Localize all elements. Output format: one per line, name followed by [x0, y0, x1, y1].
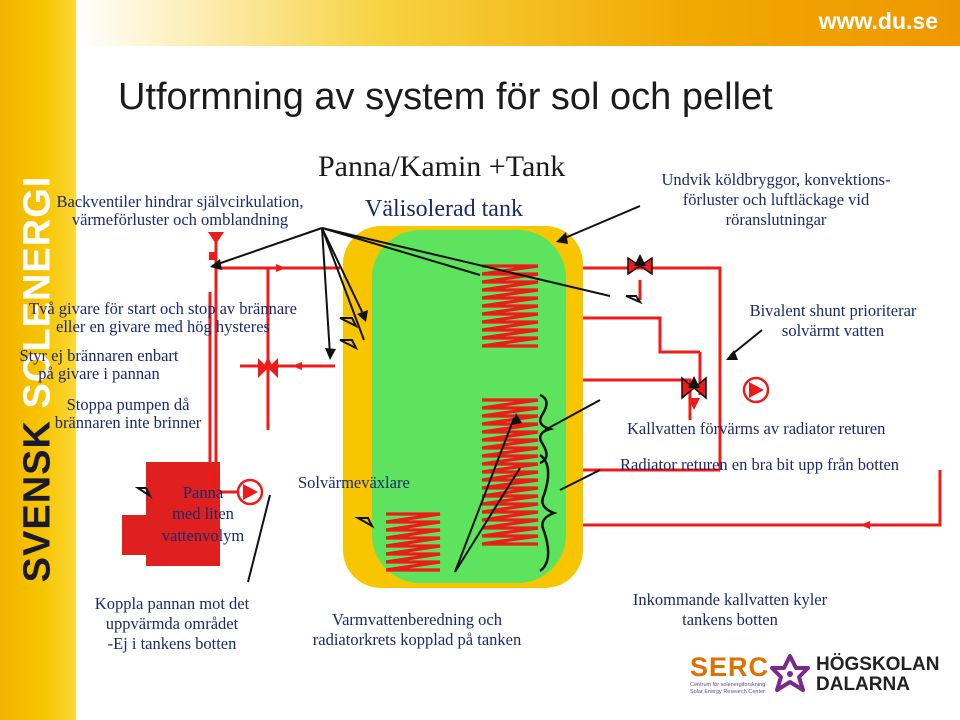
hogskolan-line2: DALARNA — [816, 674, 910, 695]
note-inkommande-line1: Inkommande kallvatten kyler — [632, 590, 828, 609]
note-backventiler-line1: Backventiler hindrar självcirkulation, — [56, 192, 304, 211]
page-title: Utformning av system för sol och pellet — [118, 76, 773, 118]
pump-boiler-icon — [236, 478, 264, 506]
flow-arrows — [276, 264, 870, 529]
serc-logo: SERC Centrum för solenergiforskning Sola… — [690, 652, 770, 698]
note-inkommande-line2: tankens botten — [682, 609, 778, 629]
label-panna: Panna med liten vattenvolym — [148, 482, 258, 546]
note-radiator-returen: Radiator returen en bra bit upp från bot… — [620, 455, 900, 474]
note-koppla-line2: uppvärmda området — [105, 613, 239, 633]
note-undvik-line1: Undvik köldbryggor, konvektions- — [661, 170, 891, 189]
serc-logo-text: SERC — [690, 652, 770, 682]
note-koppla: Koppla pannan mot det uppvärmda området … — [76, 594, 268, 653]
hogskolan-logo-text: HÖGSKOLAN DALARNA — [816, 655, 940, 695]
note-varmvatten-line1: Varmvattenberedning och — [332, 610, 502, 629]
label-panna-line1: Panna — [182, 483, 224, 502]
brace-markers — [539, 393, 558, 573]
note-stoppa-line1: Stoppa pumpen då — [66, 395, 190, 414]
note-givare-line2: eller en givare med hög hysteres — [56, 317, 270, 337]
annotation-pointer-lines — [211, 205, 763, 583]
tank-subheading: Välisolerad tank — [365, 196, 523, 222]
note-givare: Två givare för start och stop av brännar… — [0, 299, 326, 337]
note-styr-line2: på givare i pannan — [38, 364, 160, 384]
tank-heading: Panna/Kamin +Tank — [318, 150, 566, 183]
header-band: www.du.se — [76, 0, 960, 46]
check-valve-top-icon — [208, 232, 224, 260]
note-kallvatten-forvarms: Kallvatten förvärms av radiator returen — [627, 419, 886, 438]
pointer-arrowheads — [210, 232, 738, 425]
note-koppla-line3: -Ej i tankens botten — [107, 633, 237, 653]
label-panna-line3: vattenvolym — [161, 525, 245, 545]
coil-preheat-lower — [481, 398, 539, 546]
note-backventiler-line2: värmeförluster och omblandning — [71, 210, 289, 230]
label-panna-line2: med liten — [172, 504, 234, 524]
note-stoppa: Stoppa pumpen då brännaren inte brinner — [30, 395, 226, 433]
note-stoppa-line2: brännaren inte brinner — [54, 413, 202, 433]
note-varmvatten: Varmvattenberedning och radiatorkrets ko… — [286, 610, 548, 650]
note-varmvatten-line2: radiatorkrets kopplad på tanken — [312, 629, 522, 649]
boiler-body — [146, 462, 220, 566]
shunt-valve-boiler-icon — [258, 356, 278, 378]
serc-sub-line2: Solar Energy Research Center — [690, 689, 765, 695]
coil-dhw-upper — [481, 264, 539, 348]
sidebar-band: SVENSK SOLENERGI — [0, 0, 76, 720]
coil-solar-exchanger — [385, 512, 441, 572]
shunt-valve-dhw-icon — [627, 254, 653, 276]
note-givare-line1: Två givare för start och stop av brännar… — [28, 299, 297, 318]
note-backventiler: Backventiler hindrar självcirkulation, v… — [34, 192, 326, 230]
note-inkommande: Inkommande kallvatten kyler tankens bott… — [608, 590, 852, 630]
note-undvik-line2: förluster och luftläckage vid — [682, 189, 870, 209]
serc-sub-line1: Centrum för solenergiforskning — [690, 682, 766, 688]
note-styr-line1: Styr ej brännaren enbart — [19, 346, 179, 365]
header-url: www.du.se — [818, 8, 938, 34]
temperature-sensor-icons — [134, 295, 643, 529]
note-bivalent-line1: Bivalent shunt prioriterar — [749, 301, 917, 320]
note-undvik-line3: röranslutningar — [725, 209, 827, 229]
label-solvarmevaxlare: Solvärmeväxlare — [298, 473, 410, 492]
shunt-valve-bivalent-icon — [681, 376, 707, 410]
note-undvik: Undvik köldbryggor, konvektions- förlust… — [648, 170, 904, 229]
note-koppla-line1: Koppla pannan mot det — [94, 594, 250, 613]
serc-logo-subtext: Centrum för solenergiforskning Solar Ene… — [690, 682, 766, 696]
pump-radiator-icon — [742, 376, 770, 404]
hogskolan-line1: HÖGSKOLAN — [816, 654, 940, 675]
note-bivalent-line2: solvärmt vatten — [781, 320, 885, 340]
note-bivalent: Bivalent shunt prioriterar solvärmt vatt… — [728, 301, 938, 341]
note-styr: Styr ej brännaren enbart på givare i pan… — [4, 346, 194, 384]
